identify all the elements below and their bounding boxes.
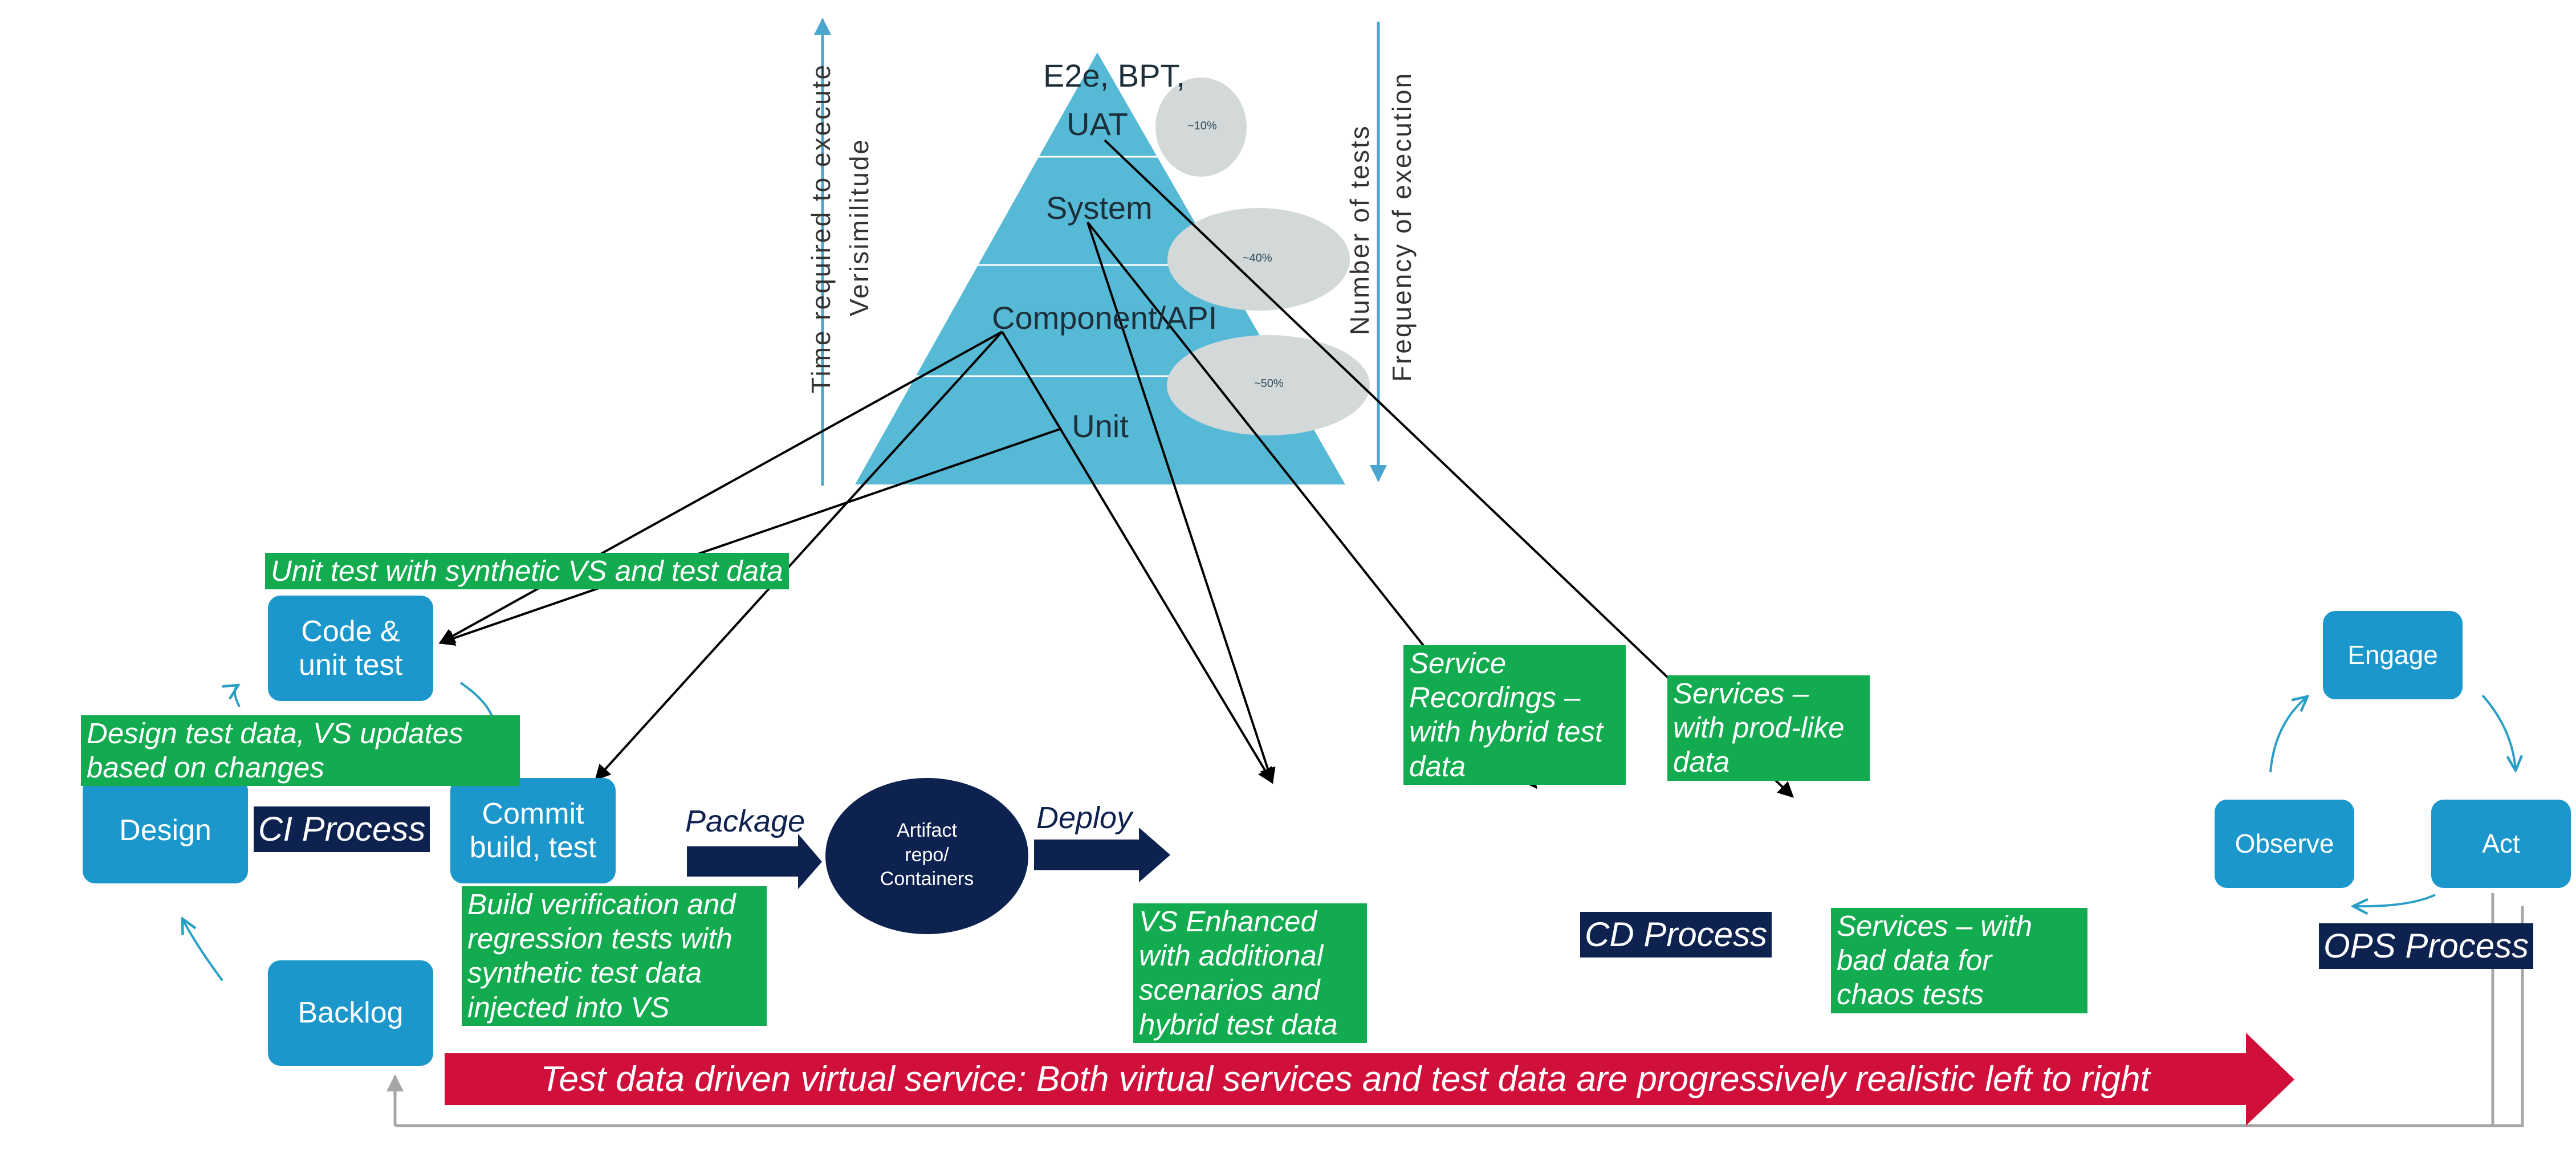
axis-label-time: Time required to execute [806, 63, 836, 393]
axis-label-number-of-tests: Number of tests [1345, 124, 1374, 335]
percent-label-10: ~10% [1187, 120, 1217, 132]
design-box: Design [83, 778, 248, 883]
commit-build-test-box: Commit build, test [450, 778, 616, 883]
package-arrow [687, 834, 822, 889]
progression-banner-arrow [445, 1033, 2294, 1126]
percent-ellipse-10 [1155, 78, 1247, 177]
note-services-bad-data: Services – with bad data for chaos tests [1831, 908, 2087, 1013]
note-vs-enhanced: VS Enhanced with additional scenarios an… [1133, 903, 1367, 1043]
pyramid-label-e2e: E2e, BPT, [1043, 58, 1186, 93]
percent-ellipse-50 [1167, 335, 1370, 435]
backlog-box: Backlog [268, 960, 433, 1066]
percent-label-40: ~40% [1243, 252, 1272, 264]
code-unit-test-box: Code & unit test [268, 596, 433, 701]
pyramid-label-system: System [1046, 190, 1153, 226]
pyramid-label-unit: Unit [1072, 408, 1129, 444]
progression-banner-text: Test data driven virtual service: Both v… [540, 1060, 2150, 1099]
pyramid-label-uat: UAT [1067, 106, 1128, 142]
note-service-recordings: Service Recordings – with hybrid test da… [1403, 645, 1626, 785]
cd-process-label: CD Process [1580, 912, 1772, 958]
artifact-repo-label: Artifact repo/ Containers [880, 820, 974, 890]
ci-process-label: CI Process [254, 806, 430, 852]
note-unit-test-synthetic: Unit test with synthetic VS and test dat… [265, 553, 789, 590]
observe-box: Observe [2215, 800, 2354, 888]
engage-box: Engage [2323, 611, 2463, 699]
note-design-test-data: Design test data, VS updates based on ch… [81, 715, 520, 787]
deploy-label: Deploy [1036, 801, 1133, 835]
note-services-prod-like: Services – with prod-like data [1667, 675, 1870, 781]
deploy-arrow [1034, 828, 1170, 882]
act-box: Act [2431, 800, 2571, 888]
package-label: Package [685, 804, 805, 838]
axis-label-frequency: Frequency of execution [1387, 71, 1417, 382]
percent-label-50: ~50% [1254, 377, 1284, 390]
axis-label-verisimilitude: Verisimilitude [844, 138, 874, 316]
ops-process-label: OPS Process [2319, 923, 2534, 969]
note-build-verification: Build verification and regression tests … [462, 886, 767, 1026]
artifact-repo-ellipse [825, 778, 1028, 934]
pyramid-label-component-api: Component/API [992, 300, 1218, 336]
percent-ellipse-40 [1167, 208, 1350, 311]
